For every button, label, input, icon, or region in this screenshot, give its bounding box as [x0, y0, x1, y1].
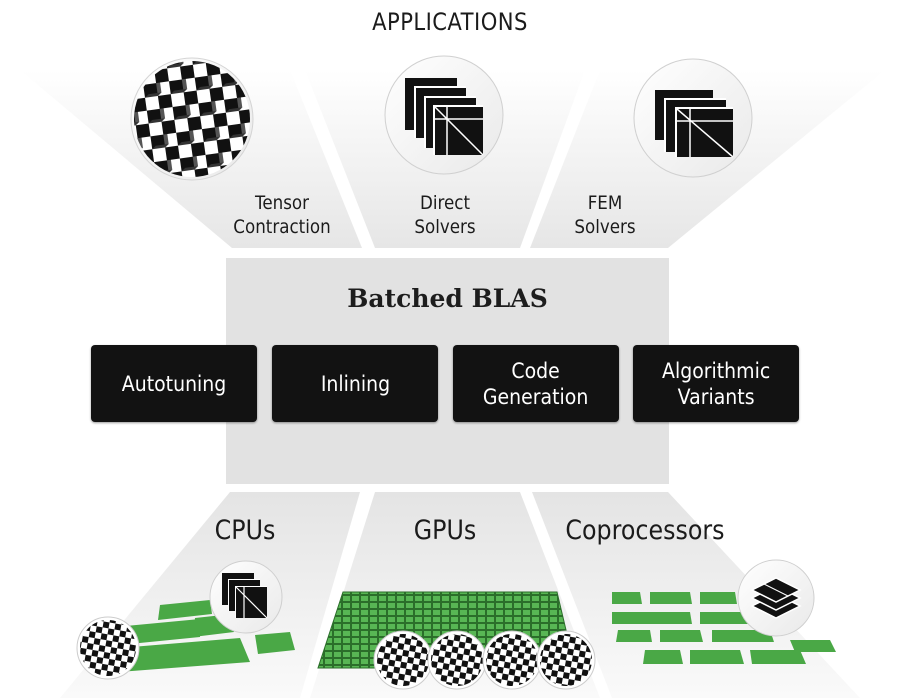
code-generation-label: Code Generation: [483, 358, 589, 409]
fem-solvers-label: FEM Solvers: [574, 192, 636, 238]
fan-coprocessors: [532, 492, 860, 698]
checker-cube-icon: [130, 57, 254, 181]
coprocessors-label: Coprocessors: [565, 515, 725, 546]
algorithmic-variants-label: Algorithmic Variants: [661, 358, 771, 409]
cpu-matrix-stack-icon: [209, 560, 283, 634]
cpus-label: CPUs: [214, 515, 276, 546]
checkerboard-icon: [76, 616, 140, 680]
matrix-panel-icon: [633, 58, 753, 178]
algorithmic-variants-block: Algorithmic Variants: [633, 345, 799, 422]
code-generation-block: Code Generation: [453, 345, 619, 422]
inlining-block: Inlining: [272, 345, 438, 422]
tensor-contraction-label: Tensor Contraction: [233, 192, 331, 238]
coprocessor-board: [612, 592, 836, 664]
autotuning-label: Autotuning: [121, 371, 227, 396]
gpu-checkerboard-icons: [373, 630, 596, 690]
batched-blas-title: Batched BLAS: [347, 284, 548, 313]
gpus-label: GPUs: [413, 515, 477, 546]
matrix-stack-icon: [384, 55, 504, 175]
autotuning-block: Autotuning: [91, 345, 257, 422]
direct-solvers-label: Direct Solvers: [414, 192, 476, 238]
applications-title: APPLICATIONS: [372, 8, 528, 36]
cpu-board: [118, 600, 295, 672]
layer-stack-icon: [737, 559, 815, 637]
inlining-label: Inlining: [320, 371, 390, 396]
